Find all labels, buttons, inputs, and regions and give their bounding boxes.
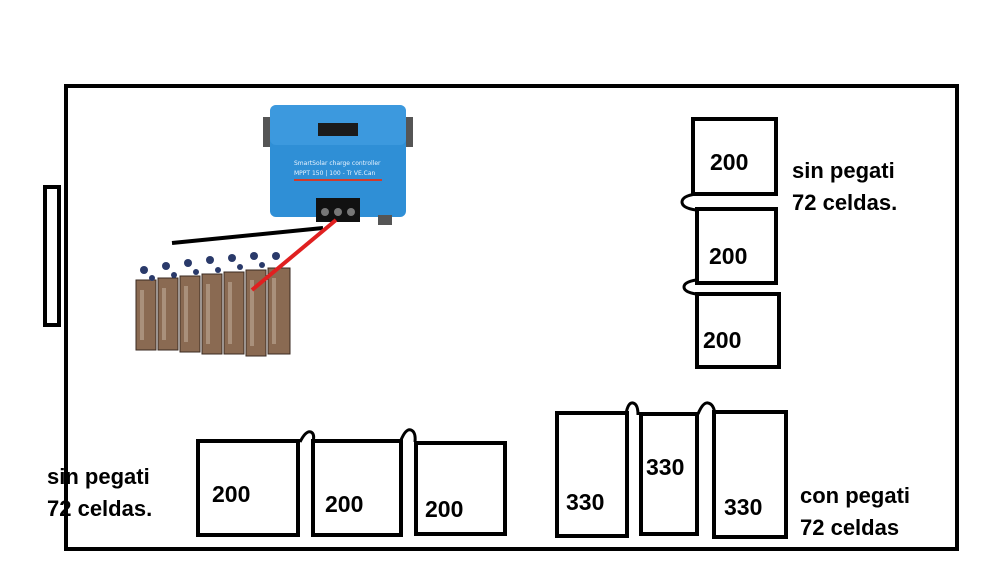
solar-panel-right-1: 200 [691,117,778,196]
panel-rating: 200 [212,481,251,507]
solar-panel-bottom-left-3: 200 [414,441,507,536]
panel-rating: 200 [703,327,742,353]
note-bottom-left: sin pegati 72 celdas. [47,461,152,525]
panel-rating: 200 [709,243,748,269]
battery-bank [135,252,291,357]
note-bottom-right: con pegati 72 celdas [800,480,910,544]
door [43,185,61,327]
panel-link-5 [624,401,640,416]
panel-rating: 200 [425,496,464,522]
solar-panel-bottom-left-1: 200 [196,439,300,537]
panel-rating: 330 [724,494,763,520]
note-line: 72 celdas [800,515,900,540]
panel-rating: 330 [566,489,605,515]
solar-panel-bottom-left-2: 200 [311,439,403,537]
solar-panel-bottom-right-1: 330 [555,411,629,538]
negative-wire [171,226,324,245]
panel-link-6 [696,401,717,416]
solar-panel-right-2: 200 [695,207,778,285]
charge-controller: SmartSolar charge controller MPPT 150 | … [263,105,413,225]
panel-link-2 [682,278,697,296]
note-line: 72 celdas. [792,190,898,215]
panel-link-4 [399,428,417,443]
panel-link-3 [298,430,316,443]
note-line: 72 celdas. [47,496,153,521]
solar-panel-bottom-right-2: 330 [639,412,699,536]
panel-rating: 200 [325,491,364,517]
note-line: con pegati [800,483,911,508]
controller-model-line2: MPPT 150 | 100 - Tr VE.Can [294,170,376,177]
note-line: sin pegati [47,464,150,489]
note-right-column: sin pegati 72 celdas. [792,155,897,219]
solar-panel-right-3: 200 [695,292,781,369]
controller-model-line1: SmartSolar charge controller [294,160,381,167]
positive-wire [250,218,338,292]
solar-panel-bottom-right-3: 330 [712,410,788,539]
panel-rating: 330 [646,454,685,480]
note-line: sin pegati [792,158,895,183]
panel-link-1 [680,192,697,212]
panel-rating: 200 [710,149,749,175]
